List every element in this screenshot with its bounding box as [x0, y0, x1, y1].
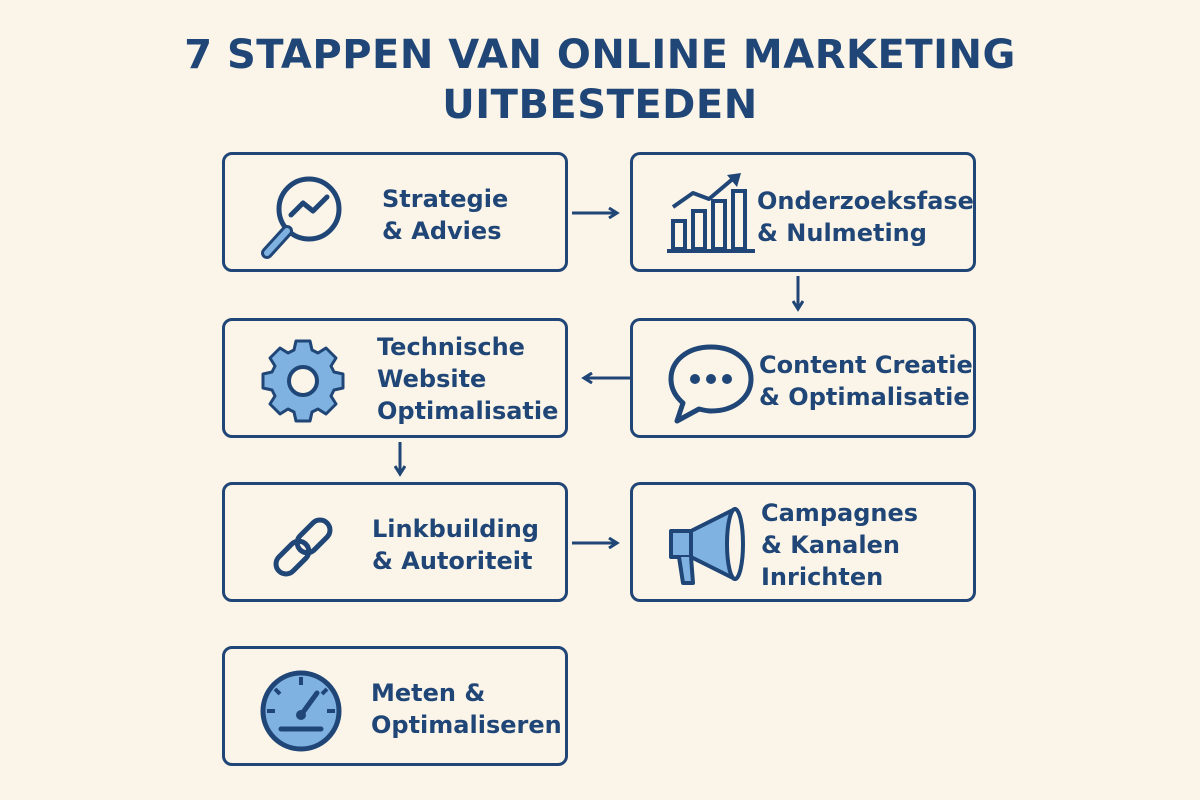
- title-line-2: UITBESTEDEN: [442, 82, 758, 128]
- speech-bubble-icon: [668, 344, 754, 424]
- step-strategie-label: Strategie & Advies: [382, 185, 509, 245]
- title-line-1: 7 STAPPEN VAN ONLINE MARKETING: [184, 32, 1016, 78]
- step-meten-label: Meten & Optimaliseren: [371, 679, 562, 739]
- bar-chart-icon: [667, 173, 755, 253]
- speedometer-icon: [260, 670, 342, 752]
- step-meten-box: Meten & Optimaliseren: [222, 646, 568, 766]
- step-technisch-label: Technische Website Optimalisatie: [377, 333, 559, 425]
- step-onderzoek-box: Onderzoeksfase & Nulmeting: [630, 152, 976, 272]
- step-technisch-box: Technische Website Optimalisatie: [222, 318, 568, 438]
- step-strategie-box: Strategie & Advies: [222, 152, 568, 272]
- step-campagnes-label: Campagnes & Kanalen Inrichten: [761, 499, 919, 591]
- step-content-label: Content Creatie & Optimalisatie: [759, 351, 973, 411]
- chain-link-icon: [273, 517, 333, 577]
- magnifier-trend-icon: [261, 176, 342, 259]
- megaphone-icon: [669, 507, 745, 585]
- gear-icon: [261, 339, 345, 423]
- page-title: 7 STAPPEN VAN ONLINE MARKETING UITBESTED…: [0, 30, 1200, 130]
- step-linkbuilding-box: Linkbuilding & Autoriteit: [222, 482, 568, 602]
- step-campagnes-box: Campagnes & Kanalen Inrichten: [630, 482, 976, 602]
- step-linkbuilding-label: Linkbuilding & Autoriteit: [372, 515, 539, 575]
- step-onderzoek-label: Onderzoeksfase & Nulmeting: [757, 187, 974, 247]
- step-content-box: Content Creatie & Optimalisatie: [630, 318, 976, 438]
